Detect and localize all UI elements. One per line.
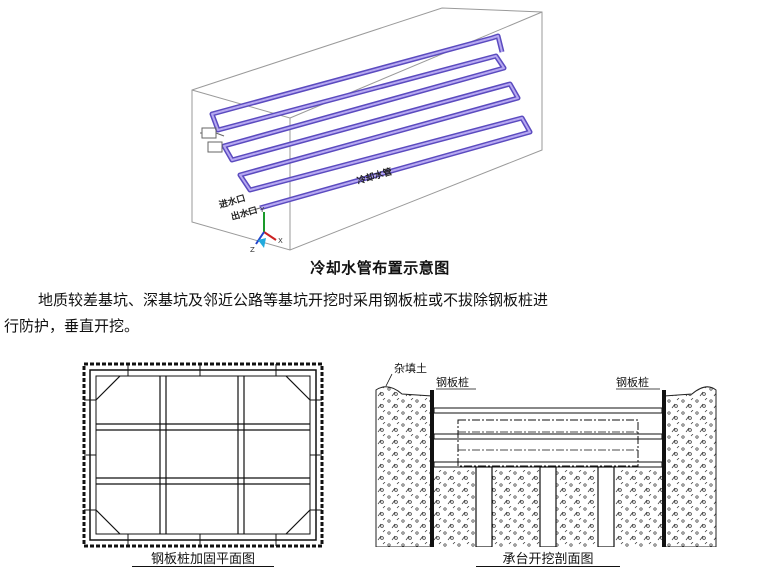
axis-triad: Y X Z xyxy=(250,206,283,254)
fill-soil-label: 杂填土 xyxy=(394,362,427,375)
paragraph-line-2: 行防护，垂直开挖。 xyxy=(4,317,140,335)
body-paragraph: 地质较差基坑、深基坑及邻近公路等基坑开挖时采用钢板桩或不拔除钢板桩进 行防护，垂… xyxy=(4,287,756,339)
svg-text:Y: Y xyxy=(259,206,265,214)
inlet-outlet-fittings xyxy=(200,127,261,213)
pile-label-right: 钢板桩 xyxy=(616,375,649,389)
inlet-label: 进水口 xyxy=(218,192,247,211)
svg-text:X: X xyxy=(278,237,283,245)
cooling-pipe-caption: 冷却水管布置示意图 xyxy=(310,259,450,277)
pile-label-left: 钢板桩 xyxy=(436,375,469,389)
svg-text:Z: Z xyxy=(250,246,255,254)
section-view-caption: 承台开挖剖面图 xyxy=(460,548,636,567)
pipe-label: 冷却水管 xyxy=(356,165,394,186)
steel-sheet-pile-plan xyxy=(82,362,324,548)
excavation-section-diagram: 杂填土 钢板桩 钢板桩 xyxy=(375,362,717,547)
plan-view-caption: 钢板桩加固平面图 xyxy=(118,548,288,567)
cooling-pipe-diagram: 冷却水管 进水口 出水口 Y X Z xyxy=(191,7,543,254)
paragraph-line-1: 地质较差基坑、深基坑及邻近公路等基坑开挖时采用钢板桩或不拔除钢板桩进 xyxy=(38,291,549,309)
